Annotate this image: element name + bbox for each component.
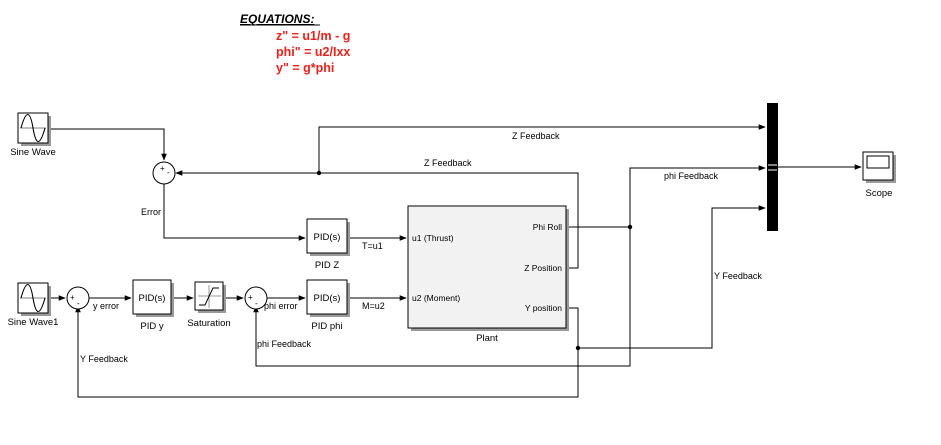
signal-y-error: y error: [93, 301, 119, 311]
pid-phi-block[interactable]: PID(s) PID phi: [306, 279, 350, 332]
plant-port-phi-roll: Phi Roll: [533, 222, 562, 232]
sum-y-sign-plus: +: [70, 293, 75, 302]
pid-phi-text: PID(s): [314, 293, 341, 304]
sum-y-sign-minus: -: [77, 299, 80, 308]
signal-m-u2: M=u2: [362, 301, 385, 311]
equations-panel: EQUATIONS: z" = u1/m - g phi" = u2/Ixx y…: [240, 12, 350, 75]
signal-phi-feedback-top: phi Feedback: [664, 171, 719, 181]
signal-phi-error: phi error: [264, 301, 298, 311]
pid-z-text: PID(s): [314, 232, 341, 243]
pid-phi-label: PID phi: [311, 321, 342, 332]
sum-phi-block[interactable]: + -: [244, 286, 268, 310]
mux-block[interactable]: [767, 103, 778, 231]
signal-y-feedback-right: Y Feedback: [714, 271, 762, 281]
plant-label: Plant: [476, 333, 498, 344]
saturation-label: Saturation: [187, 318, 230, 329]
signal-phi-feedback-bottom: phi Feedback: [257, 339, 312, 349]
sum-z-sign-plus: +: [160, 164, 165, 173]
plant-port-z-position: Z Position: [524, 263, 562, 273]
scope-block[interactable]: Scope: [862, 151, 896, 199]
plant-block[interactable]: u1 (Thrust) u2 (Moment) Phi Roll Z Posit…: [407, 205, 569, 344]
signal-z-feedback: Z Feedback: [424, 158, 472, 168]
equation-phi: phi" = u2/Ixx: [276, 45, 350, 59]
pid-y-text: PID(s): [139, 293, 166, 304]
signal-z-feedback-top: Z Feedback: [512, 131, 560, 141]
sum-z-block[interactable]: + -: [152, 161, 176, 185]
pid-z-label: PID Z: [315, 260, 339, 271]
saturation-block[interactable]: Saturation: [187, 281, 231, 329]
wires: [49, 124, 862, 398]
pid-z-block[interactable]: PID(s) PID Z: [306, 218, 350, 271]
signal-error: Error: [141, 207, 161, 217]
sum-y-block[interactable]: + -: [66, 286, 90, 310]
sine-wave1-block[interactable]: Sine Wave1: [8, 282, 59, 328]
equations-title: EQUATIONS:: [240, 12, 314, 26]
plant-port-y-position: Y position: [525, 303, 562, 313]
equation-y: y" = g*phi: [276, 61, 334, 75]
equation-z: z" = u1/m - g: [276, 29, 350, 43]
sum-z-sign-minus: -: [167, 168, 170, 177]
scope-label: Scope: [866, 188, 893, 199]
sum-phi-sign-plus: +: [248, 293, 253, 302]
pid-y-block[interactable]: PID(s) PID y: [132, 279, 174, 332]
signal-t-u1: T=u1: [362, 241, 383, 251]
pid-y-label: PID y: [140, 321, 163, 332]
sine-wave1-label: Sine Wave1: [8, 317, 59, 328]
plant-port-u1: u1 (Thrust): [412, 233, 454, 243]
sum-phi-sign-minus: -: [255, 299, 258, 308]
sine-wave-label: Sine Wave: [10, 147, 56, 158]
sine-wave-block[interactable]: Sine Wave: [10, 112, 56, 158]
plant-port-u2: u2 (Moment): [412, 293, 460, 303]
signal-y-feedback-left: Y Feedback: [80, 354, 128, 364]
